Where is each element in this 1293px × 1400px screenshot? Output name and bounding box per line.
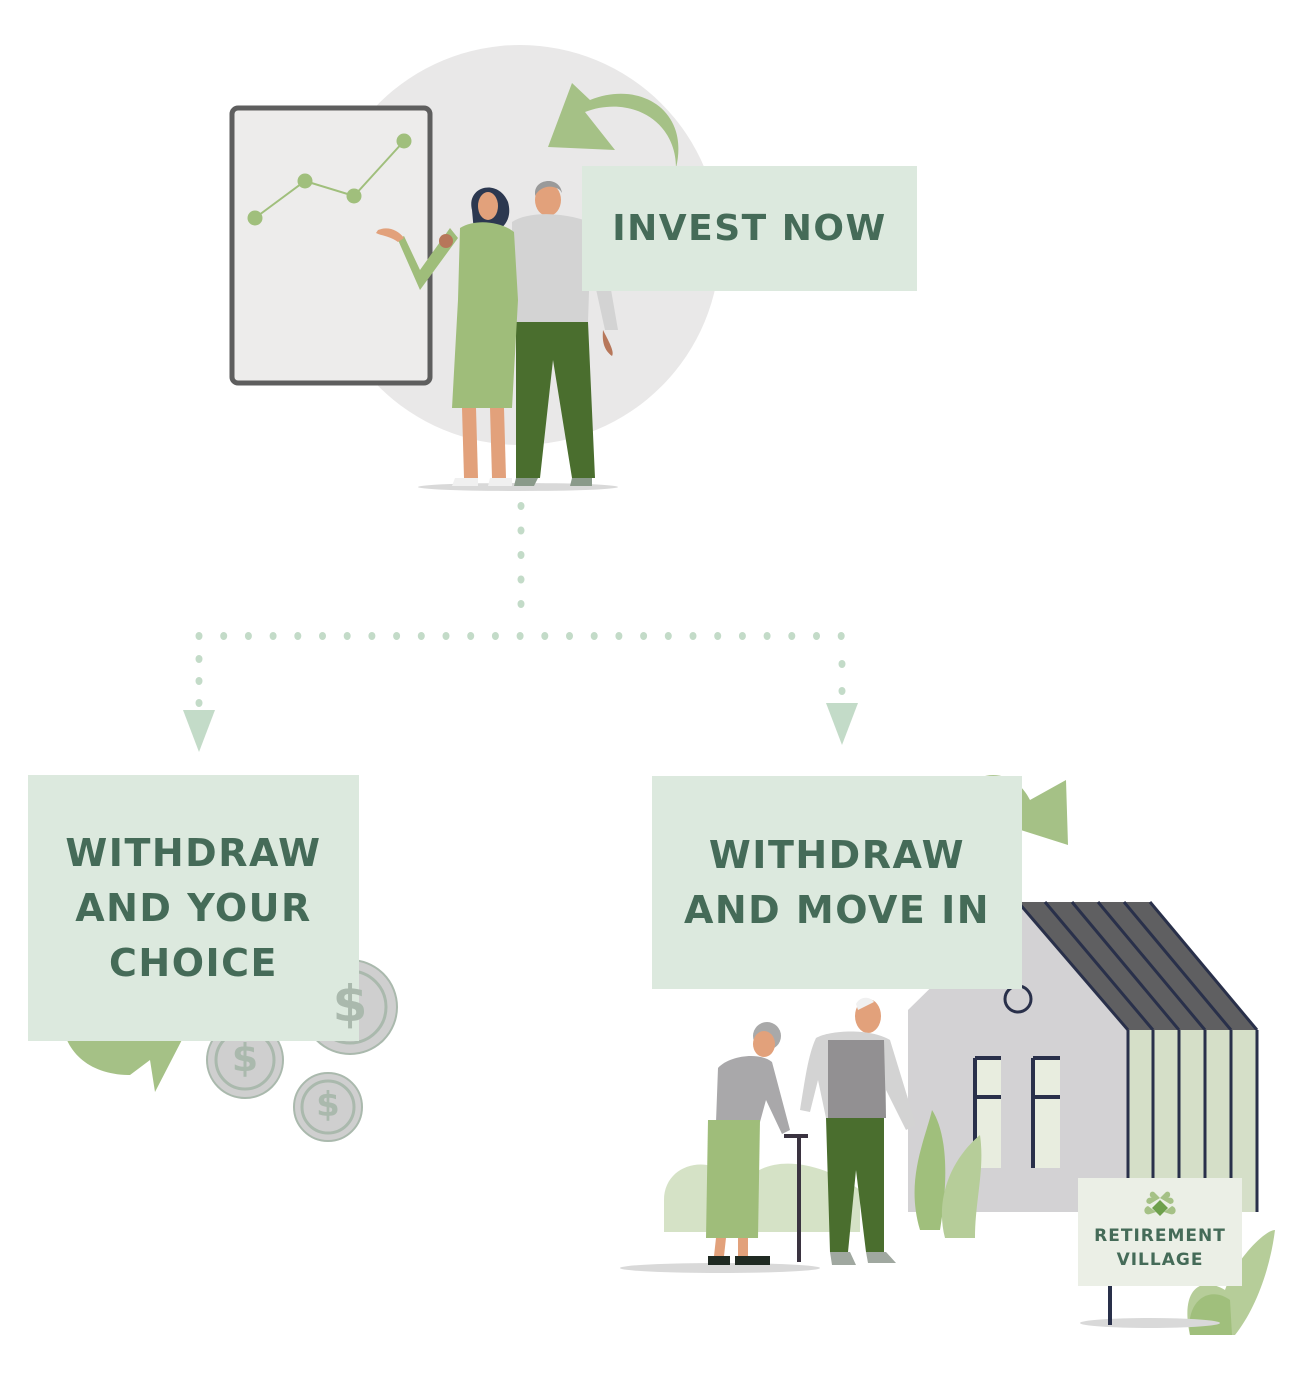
withdraw-choice-line: AND YOUR [75, 885, 312, 930]
connector-dot [244, 632, 252, 640]
connector-dot [517, 600, 525, 608]
connector-dot [195, 655, 203, 663]
connector-dot [368, 632, 376, 640]
dollar-icon: $ [231, 1036, 259, 1080]
connector-dot [837, 632, 845, 640]
invest-now-box: INVEST NOW [582, 166, 917, 291]
curved-arrow-icon [61, 990, 187, 1092]
connector-dot [615, 632, 623, 640]
connector-dot [294, 632, 302, 640]
connector-dot [517, 551, 525, 559]
connector-dot [566, 632, 573, 640]
retirement-village-sign: RETIREMENT VILLAGE [1078, 1178, 1242, 1286]
connector-dot [689, 632, 697, 640]
house-roof [1018, 902, 1257, 1030]
ground-shadow [620, 1263, 820, 1273]
withdraw-move-line: WITHDRAW [708, 832, 966, 877]
invest-now-label: INVEST NOW [612, 208, 887, 249]
dotted-connectors [195, 502, 846, 707]
connector-dot [467, 632, 475, 640]
dollar-icon: $ [332, 975, 368, 1033]
arrowhead-left-icon [183, 710, 215, 752]
elderly-couple-illustration [706, 997, 916, 1265]
connector-dot [195, 677, 203, 685]
connector-dot [417, 632, 425, 640]
dollar-icon: $ [316, 1085, 340, 1125]
withdraw-choice-line: CHOICE [109, 940, 278, 985]
connector-dot [516, 632, 524, 640]
connector-dot [813, 632, 820, 640]
board-chart-point [396, 133, 412, 149]
connector-left-drop [195, 655, 203, 707]
sign-line: VILLAGE [1116, 1250, 1204, 1270]
connector-dot [393, 632, 401, 640]
connector-horizontal [195, 632, 845, 640]
connector-dot [517, 526, 525, 535]
connector-dot [442, 632, 450, 640]
connector-dot [491, 632, 499, 640]
withdraw-move-box: WITHDRAW AND MOVE IN [652, 776, 1022, 989]
withdraw-choice-box: WITHDRAW AND YOUR CHOICE [28, 775, 359, 1041]
connector-dot [541, 632, 549, 640]
connector-right-drop [838, 660, 846, 695]
withdraw-move-line: AND MOVE IN [683, 887, 991, 932]
connector-dot [269, 632, 277, 640]
board-chart-point [346, 188, 362, 204]
sign-line: RETIREMENT [1094, 1226, 1226, 1246]
board-chart-line [254, 140, 405, 219]
connector-dot [517, 575, 525, 584]
connector-dot [664, 632, 672, 640]
ground-shadow [1080, 1318, 1220, 1328]
curved-arrow-icon [548, 83, 679, 168]
connector-dot [517, 502, 525, 510]
sign-post [1108, 1285, 1112, 1325]
cane [797, 1134, 801, 1262]
connector-dot [343, 632, 351, 640]
connector-dot [590, 632, 598, 640]
connector-dot [714, 632, 722, 640]
clover-logo-icon [1144, 1191, 1176, 1216]
connector-dot [788, 632, 796, 640]
chart-board [229, 105, 433, 386]
connector-dot [220, 632, 228, 640]
connector-dot [763, 632, 771, 640]
connector-dot [838, 660, 846, 668]
connector-dot [195, 699, 203, 707]
door-window-right [1031, 1056, 1060, 1168]
arrowhead-right-icon [826, 703, 858, 745]
withdraw-choice-line: WITHDRAW [65, 830, 322, 875]
connector-dot [640, 632, 648, 640]
coin-icon [293, 1072, 363, 1142]
connector-dot [838, 687, 846, 695]
connector-dot [195, 632, 203, 640]
connector-vertical-top [517, 502, 525, 608]
connector-dot [319, 632, 326, 640]
connector-dot [738, 632, 746, 640]
board-chart-point [247, 210, 263, 226]
board-chart-point [297, 173, 313, 189]
